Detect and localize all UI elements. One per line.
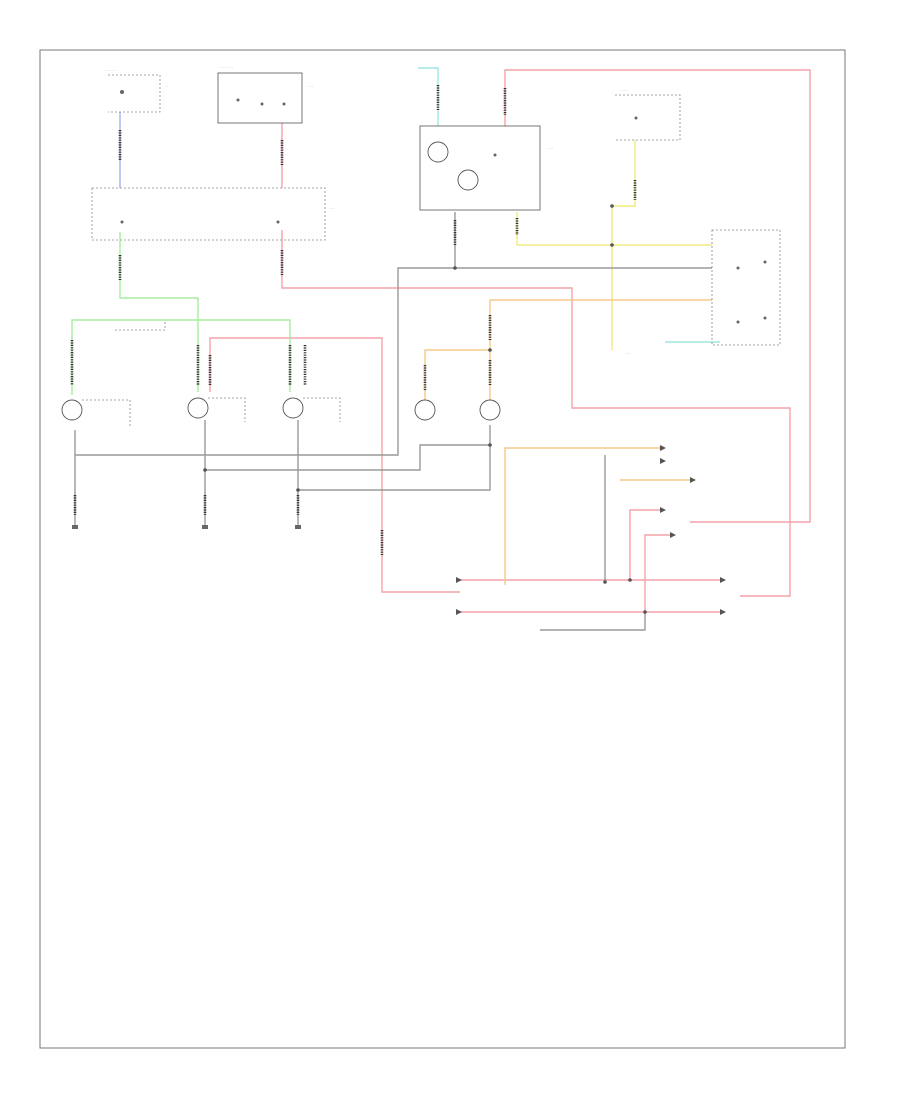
wire-red-lamp — [209, 337, 460, 593]
wire-gray-row2 — [298, 425, 491, 491]
junction-dots — [203, 204, 647, 614]
fuse-box-left: · · · · · · · · — [104, 69, 168, 113]
wire-yellow-1 — [516, 212, 712, 246]
wire-cyan-top — [418, 67, 439, 128]
wire-green-loop — [71, 319, 291, 395]
ground-points — [72, 525, 301, 529]
svg-text:· · ·: · · · — [330, 207, 335, 211]
wire-orange-right — [489, 299, 712, 400]
svg-text:· · · · · ·: · · · · · · — [104, 69, 115, 73]
fuse-box-right: · · · · — [615, 89, 681, 141]
wire-green-main — [119, 232, 199, 392]
svg-text:· · ·: · · · — [308, 85, 313, 89]
svg-text:· · ·: · · · — [625, 352, 630, 356]
wire-red-top — [504, 69, 811, 523]
wire-red-branch1 — [629, 509, 660, 580]
socket-bridge — [115, 320, 166, 331]
control-module: · · · — [419, 125, 553, 211]
lamp-sockets — [61, 397, 501, 428]
svg-text:· · · ·: · · · · — [620, 89, 627, 93]
wire-orange-left — [424, 349, 490, 400]
svg-text:· · ·: · · · — [548, 147, 553, 151]
headlamp-switch: · · · — [91, 187, 335, 241]
connectors — [70, 85, 637, 555]
fuse-box-center: · · · · · · · · · · — [217, 66, 313, 124]
right-module: · · · — [625, 229, 781, 356]
wire-red-long — [281, 230, 791, 597]
terminal-arrows — [456, 445, 726, 615]
wire-yellow-2 — [611, 140, 636, 350]
svg-text:· ·: · · — [165, 85, 168, 89]
wire-red-branch2 — [644, 534, 670, 612]
wire-gray-row1 — [205, 444, 490, 471]
page-frame — [39, 49, 846, 1049]
wire-gray-main — [75, 212, 456, 456]
svg-text:· · · · · · ·: · · · · · · · — [220, 66, 233, 70]
wire-gray-bottom — [540, 612, 646, 631]
wire-orange-bottom — [504, 447, 660, 585]
